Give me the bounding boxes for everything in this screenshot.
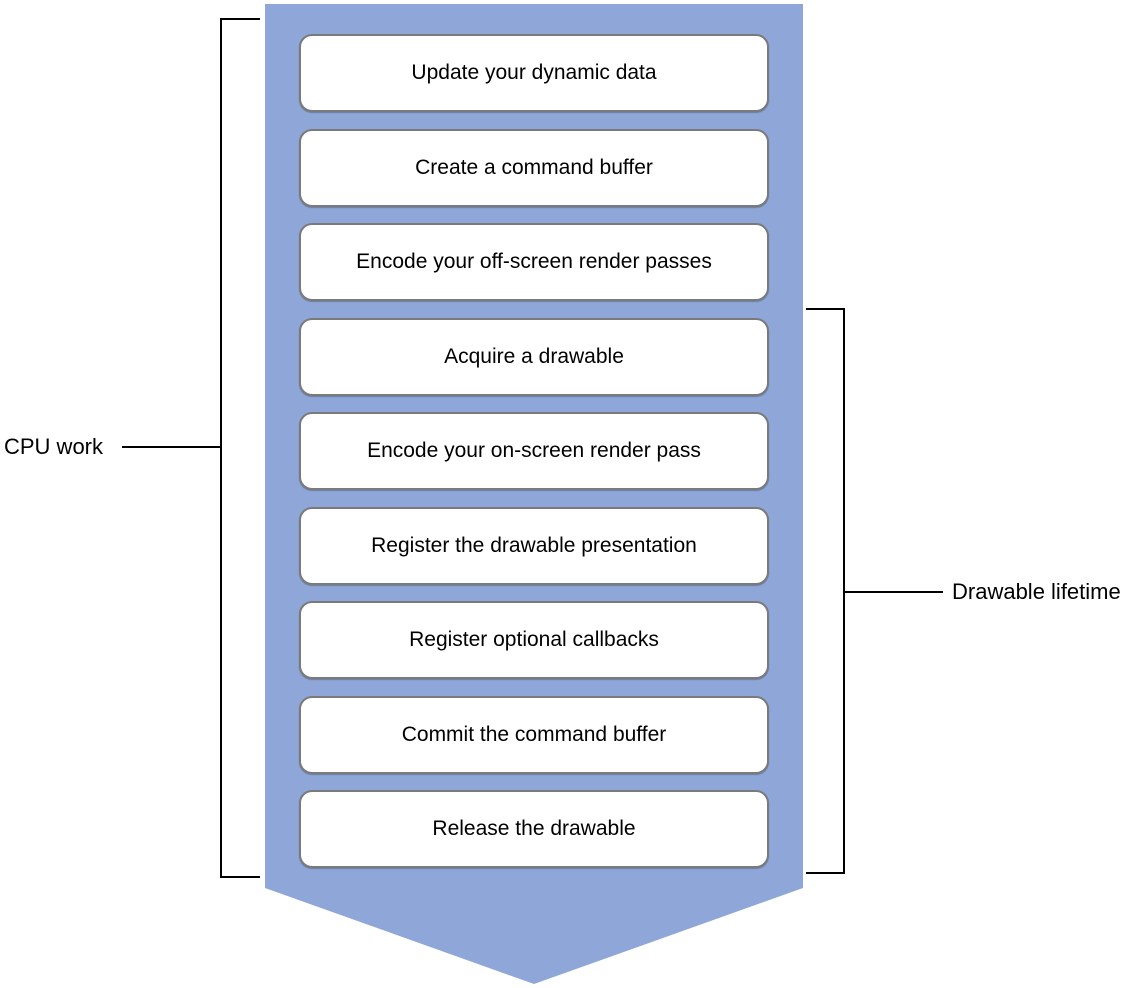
step-box-encode-offscreen-passes: Encode your off-screen render passes xyxy=(299,223,769,301)
step-box-create-command-buffer: Create a command buffer xyxy=(299,128,769,207)
steps-column: Update your dynamic data Create a comman… xyxy=(299,34,769,868)
cpu-work-bracket xyxy=(220,18,260,878)
step-box-acquire-drawable: Acquire a drawable xyxy=(299,317,769,396)
drawable-lifetime-bracket xyxy=(806,308,845,874)
step-box-register-presentation: Register the drawable presentation xyxy=(299,506,769,585)
cpu-work-connector-line xyxy=(122,446,220,448)
step-box-encode-onscreen-pass: Encode your on-screen render pass xyxy=(299,412,769,490)
cpu-work-label: CPU work xyxy=(4,434,104,459)
drawable-lifetime-label: Drawable lifetime xyxy=(952,579,1121,604)
step-box-release-drawable: Release the drawable xyxy=(299,790,769,868)
step-box-register-callbacks: Register optional callbacks xyxy=(299,601,769,679)
step-box-commit-command-buffer: Commit the command buffer xyxy=(299,695,769,774)
step-box-update-dynamic-data: Update your dynamic data xyxy=(299,34,769,112)
drawable-lifetime-connector-line xyxy=(845,591,943,593)
